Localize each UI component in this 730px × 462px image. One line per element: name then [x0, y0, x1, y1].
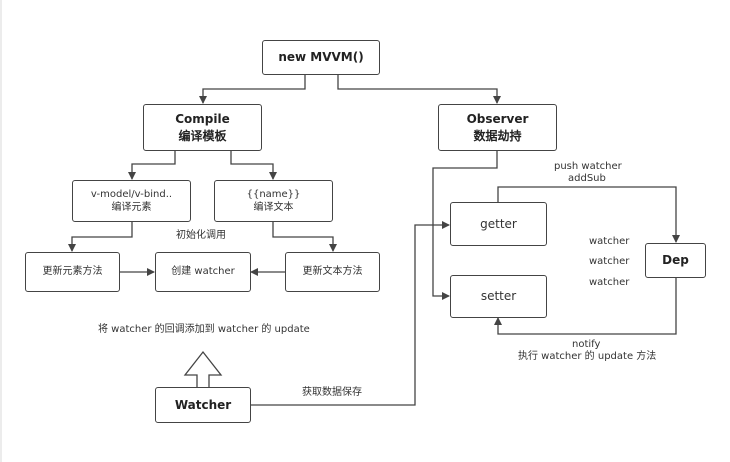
edge-watcher-getter	[250, 221, 450, 406]
node-create-watcher: 创建 watcher	[155, 252, 251, 292]
label-exec-update: 执行 watcher 的 update 方法	[518, 351, 657, 362]
node-new-mvvm-label: new MVVM()	[278, 50, 364, 65]
node-update-element-label: 更新元素方法	[42, 266, 103, 278]
node-watcher-label: Watcher	[174, 397, 232, 412]
node-compile-element: v-model/v-bind.. 编译元素	[72, 180, 191, 222]
edge-compile-mustache	[230, 151, 277, 180]
node-update-text-label: 更新文本方法	[302, 266, 363, 278]
edge-vmodel-update-element	[68, 222, 133, 252]
node-update-text: 更新文本方法	[285, 252, 380, 292]
label-dep-watcher-3: watcher	[589, 277, 630, 288]
node-compile: Compile 编译模板	[143, 104, 262, 151]
label-add-sub: addSub	[568, 173, 606, 184]
label-push-watcher: push watcher	[554, 161, 622, 172]
node-observer-subtitle: 数据劫持	[473, 128, 522, 143]
node-compile-title: Compile	[175, 112, 230, 127]
label-get-data: 获取数据保存	[302, 387, 362, 398]
edge-mvvm-observer	[337, 75, 501, 104]
label-dep-watcher-1: watcher	[589, 236, 630, 247]
node-compile-text-subtitle: 编译文本	[253, 202, 294, 213]
node-new-mvvm: new MVVM()	[262, 40, 380, 75]
node-getter: getter	[450, 202, 547, 246]
node-getter-label: getter	[480, 216, 517, 231]
label-dep-watcher-2: watcher	[589, 256, 630, 267]
node-update-element: 更新元素方法	[25, 252, 120, 292]
node-dep: Dep	[645, 243, 706, 278]
label-add-callback: 将 watcher 的回调添加到 watcher 的 update	[98, 324, 310, 335]
label-notify: notify	[572, 339, 601, 350]
node-compile-element-title: v-model/v-bind..	[90, 188, 173, 200]
node-compile-text-title: {{name}}	[246, 188, 301, 200]
node-compile-element-subtitle: 编译元素	[111, 202, 152, 213]
edge-compile-vmodel	[128, 151, 176, 180]
page-edge	[0, 0, 2, 462]
node-setter-label: setter	[480, 289, 517, 304]
node-create-watcher-label: 创建 watcher	[171, 266, 235, 278]
edge-mustache-update-text	[272, 222, 337, 252]
edge-dep-setter	[494, 278, 677, 335]
node-setter: setter	[450, 275, 547, 318]
node-observer-title: Observer	[466, 112, 529, 127]
hollow-up-arrow	[183, 350, 223, 387]
node-compile-text: {{name}} 编译文本	[214, 180, 333, 222]
edge-getter-dep	[497, 186, 680, 243]
label-init-call: 初始化调用	[176, 230, 226, 241]
node-dep-label: Dep	[662, 253, 689, 268]
node-observer: Observer 数据劫持	[438, 104, 557, 151]
node-compile-subtitle: 编译模板	[178, 128, 227, 143]
node-watcher: Watcher	[155, 387, 251, 423]
edge-observer-getter-setter	[432, 151, 498, 300]
edge-mvvm-compile	[199, 75, 306, 104]
